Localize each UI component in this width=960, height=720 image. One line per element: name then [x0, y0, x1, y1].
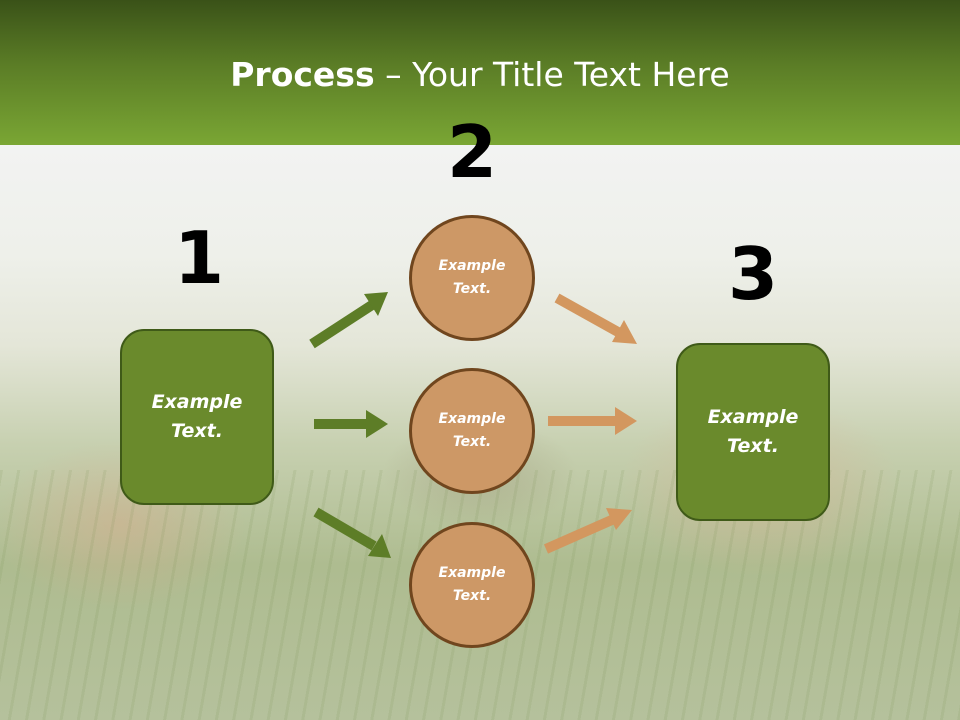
step-number-1: 1 — [173, 216, 225, 300]
step-1-box: Example Text. — [120, 329, 274, 505]
step-number-2: 2 — [446, 110, 498, 194]
slide-title: Process – Your Title Text Here — [0, 55, 960, 94]
header-band — [0, 0, 960, 145]
title-rest: Your Title Text Here — [412, 55, 730, 94]
circle-top: Example Text. — [409, 215, 535, 341]
title-bold: Process — [230, 55, 375, 94]
step-3-box: Example Text. — [676, 343, 830, 521]
title-separator: – — [385, 55, 402, 94]
circle-middle: Example Text. — [409, 368, 535, 494]
step-number-3: 3 — [727, 232, 779, 316]
circle-bottom: Example Text. — [409, 522, 535, 648]
